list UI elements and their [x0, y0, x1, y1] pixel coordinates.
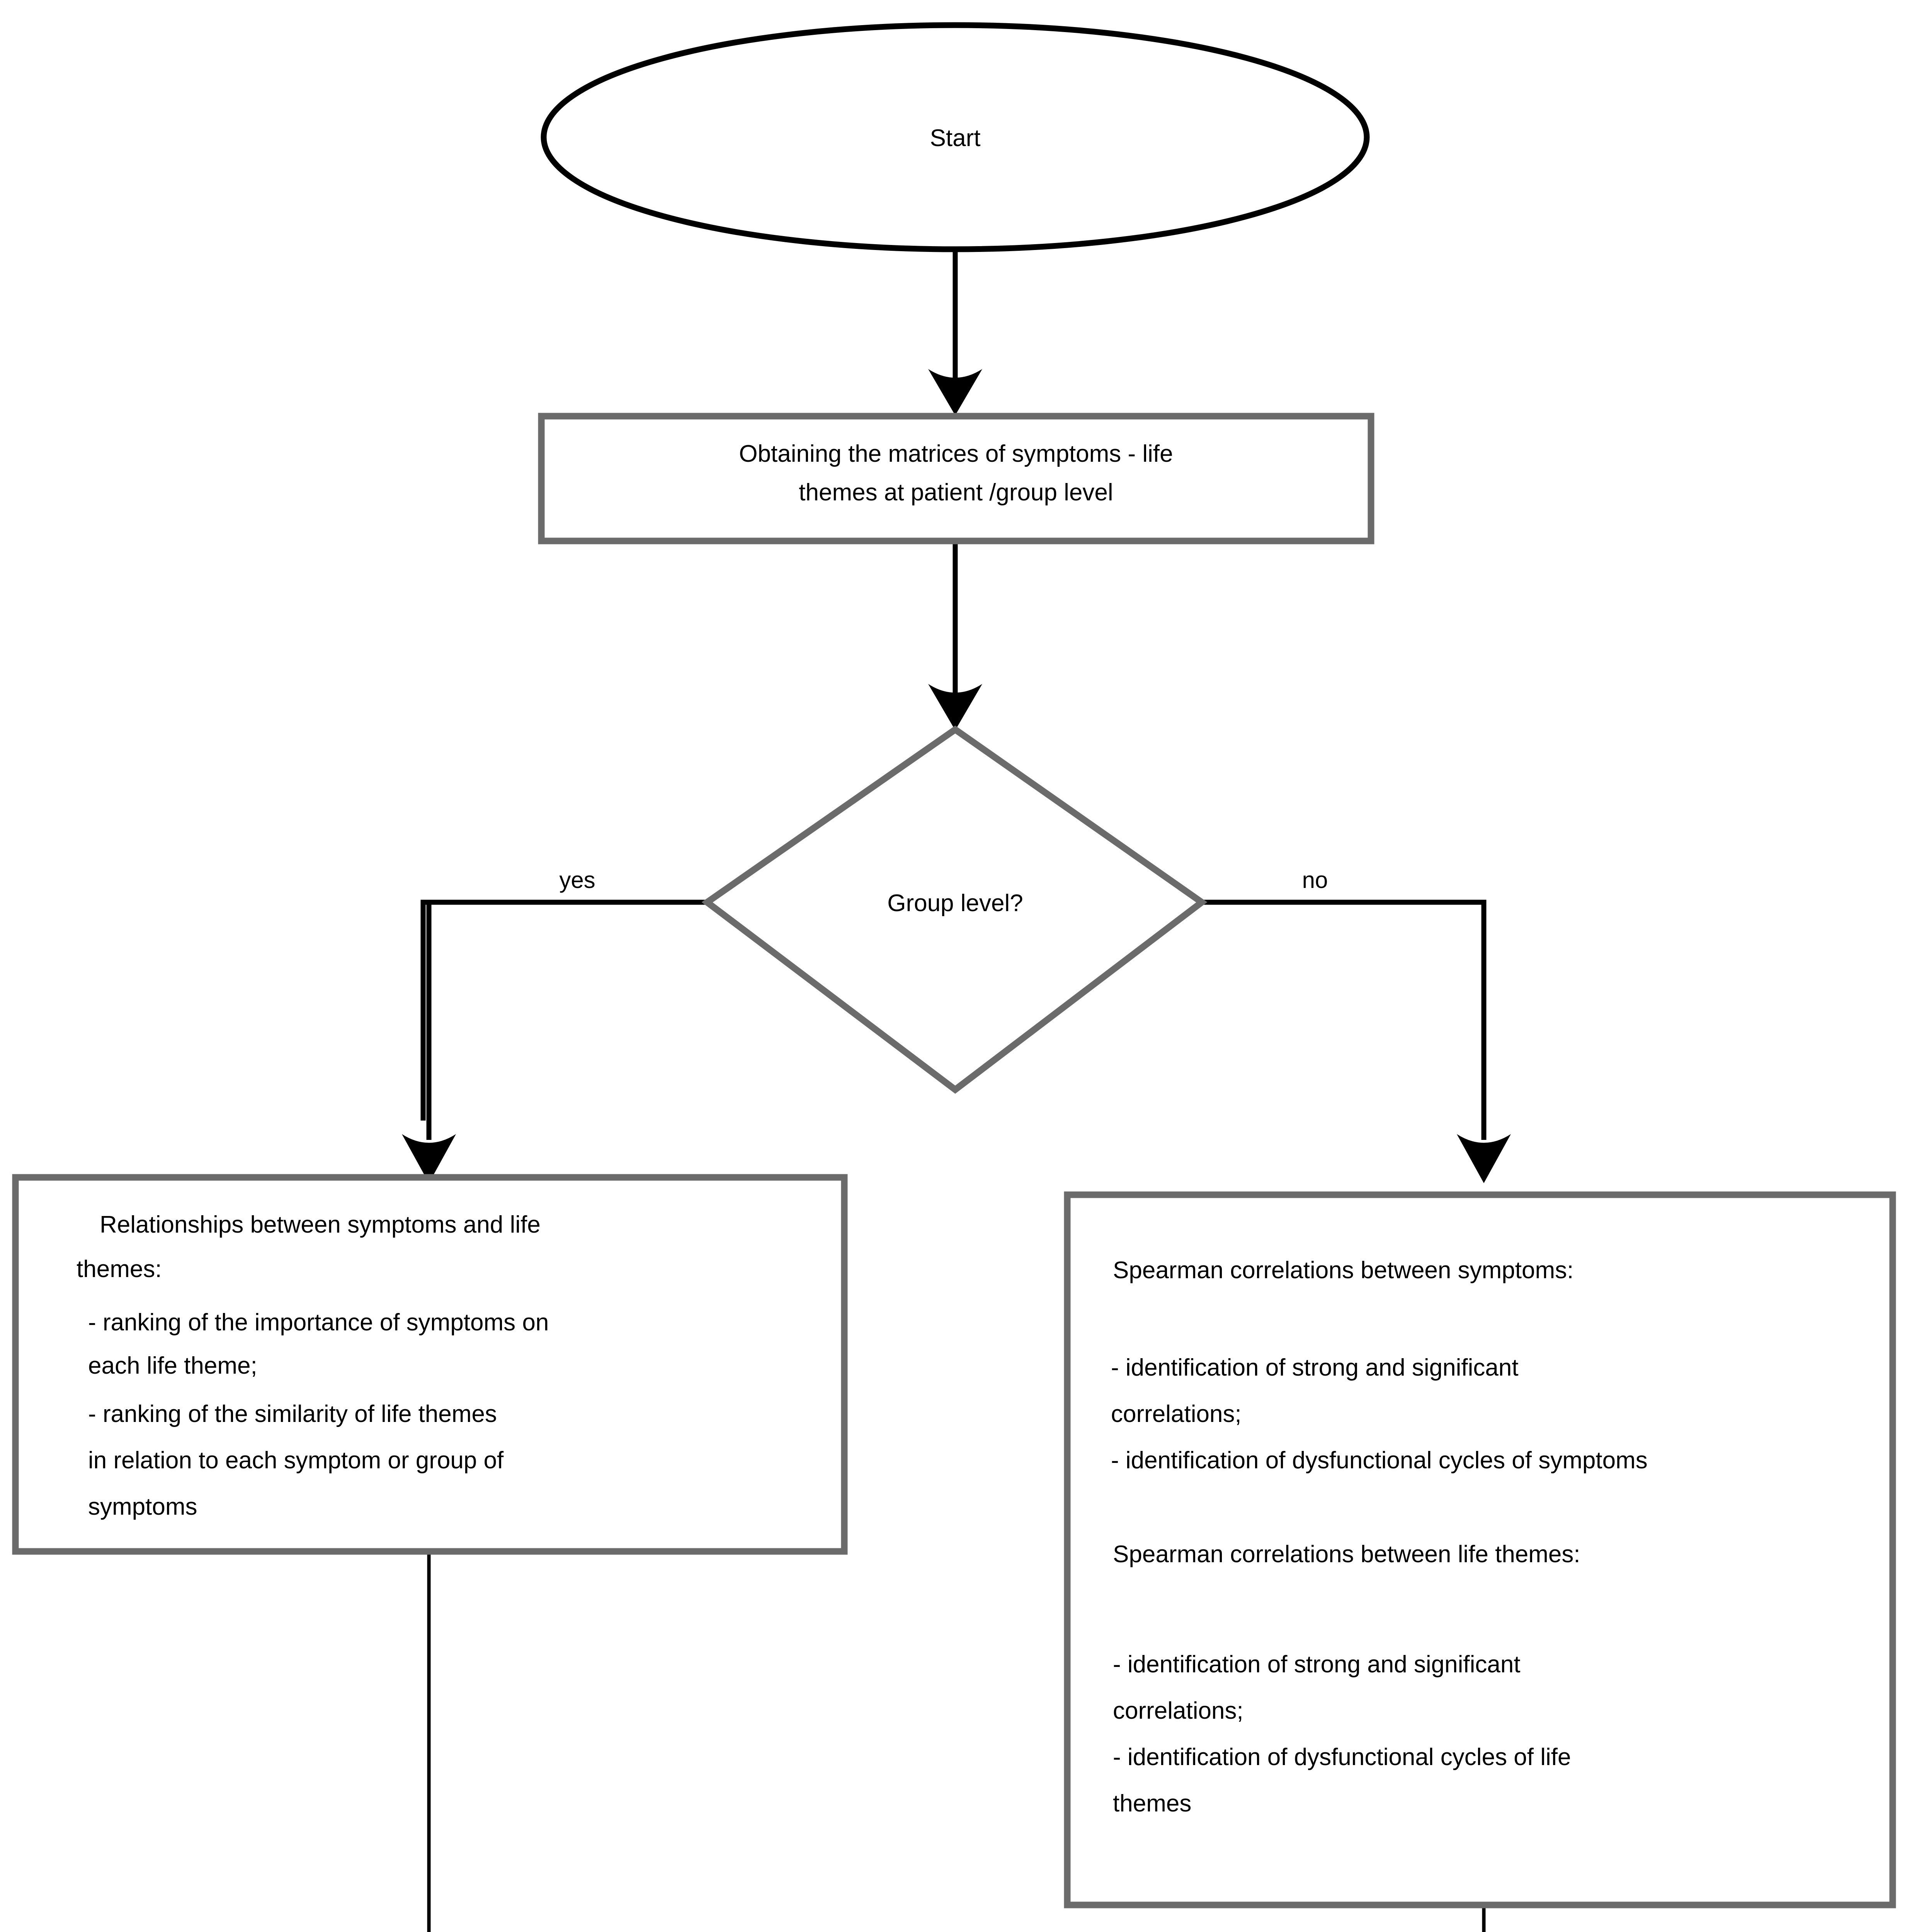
spearman-line-9: - identification of strong and significa… — [1113, 1651, 1521, 1678]
relationships-line-7: symptoms — [88, 1493, 197, 1520]
relationships-line-1: Relationships between symptoms and life — [100, 1211, 541, 1238]
obtain-matrices-line-2: themes at patient /group level — [799, 479, 1113, 506]
edge-right-to-merge — [1482, 1905, 1486, 1932]
relationships-line-5: - ranking of the similarity of life them… — [88, 1401, 497, 1427]
edge-left-to-merge — [427, 1551, 431, 1932]
spearman-box[interactable] — [1064, 1191, 1896, 1908]
spearman-line-11: - identification of dysfunctional cycles… — [1113, 1744, 1571, 1770]
obtain-matrices-line-1: Obtaining the matrices of symptoms - lif… — [739, 440, 1173, 467]
spearman-line-3: - identification of strong and significa… — [1111, 1354, 1519, 1381]
branch-label-no: no — [1302, 867, 1328, 893]
edge-decision-yes — [402, 900, 707, 1183]
group-level-decision[interactable] — [701, 725, 1208, 1094]
start-terminator[interactable] — [541, 22, 1370, 252]
relationships-line-2: themes: — [77, 1256, 162, 1282]
relationships-line-6: in relation to each symptom or group of — [88, 1447, 504, 1474]
edge-start-to-obtain — [928, 249, 982, 415]
relationships-box[interactable] — [12, 1174, 848, 1555]
spearman-line-7: Spearman correlations between life theme… — [1113, 1541, 1580, 1568]
relationships-line-3: - ranking of the importance of symptoms … — [88, 1309, 549, 1336]
spearman-line-12: themes — [1113, 1790, 1191, 1817]
relationships-line-4: each life theme; — [88, 1352, 257, 1379]
obtain-matrices-box[interactable] — [538, 413, 1374, 544]
edge-decision-no — [1202, 900, 1511, 1183]
branch-label-yes: yes — [559, 867, 595, 893]
edge-obtain-to-decision — [928, 541, 982, 730]
spearman-line-1: Spearman correlations between symptoms: — [1113, 1257, 1573, 1284]
start-label: Start — [930, 125, 981, 151]
group-level-decision-label: Group level? — [887, 890, 1023, 917]
spearman-line-10: correlations; — [1113, 1697, 1243, 1724]
spearman-line-4: correlations; — [1111, 1401, 1242, 1427]
spearman-line-5: - identification of dysfunctional cycles… — [1111, 1447, 1648, 1474]
